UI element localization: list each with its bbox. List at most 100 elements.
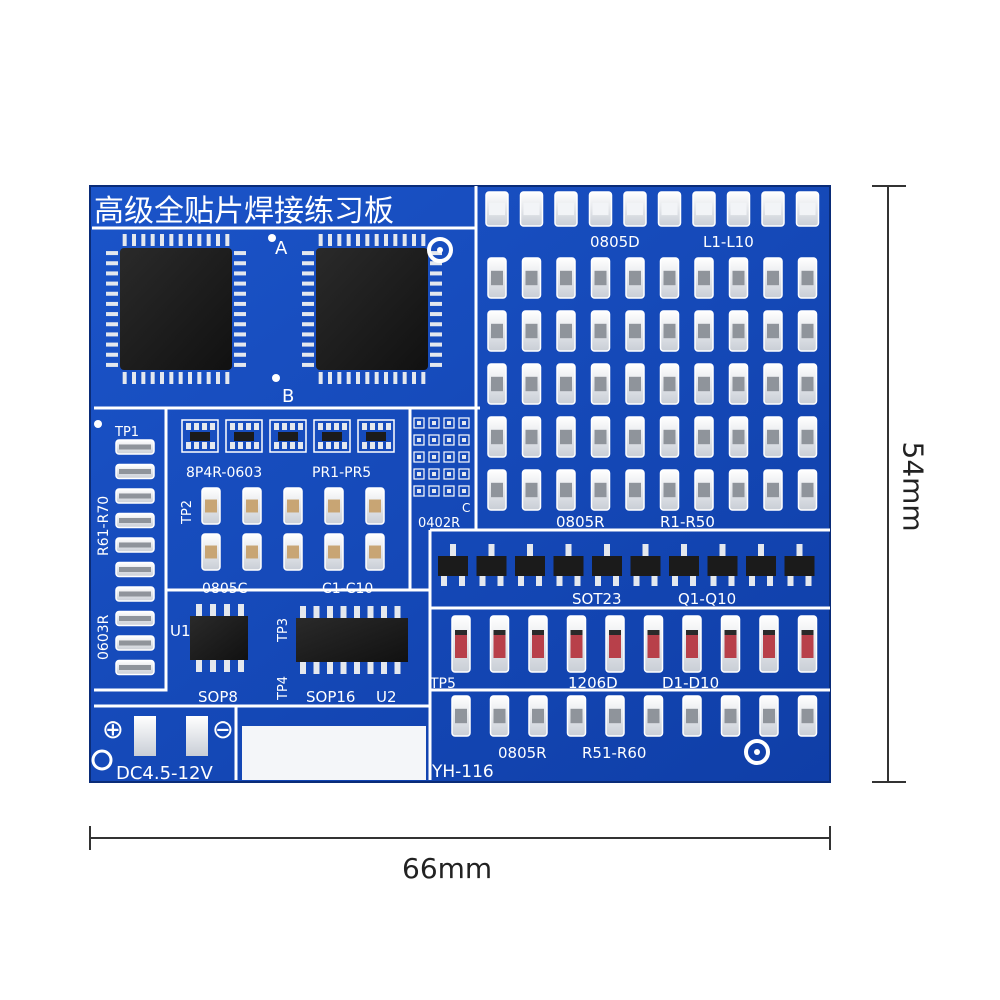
diode-row bbox=[451, 615, 818, 673]
power-pad-right bbox=[186, 716, 208, 756]
resistor-pad bbox=[590, 469, 611, 511]
resistor-pad bbox=[728, 310, 749, 352]
resistor-pad bbox=[659, 310, 680, 352]
resistor-pad bbox=[487, 257, 507, 299]
network-label: 8P4R-0603 bbox=[186, 465, 262, 481]
power-label: DC4.5-12V bbox=[116, 763, 213, 784]
led-pad bbox=[761, 191, 785, 227]
width-dimension-line bbox=[89, 826, 831, 850]
resistor-pad bbox=[682, 695, 702, 737]
sot23-transistor bbox=[515, 544, 545, 586]
minus-symbol: ⊖ bbox=[212, 715, 234, 745]
width-dimension-label: 66mm bbox=[402, 852, 493, 885]
resistor-0402-pad bbox=[428, 485, 440, 497]
cap-range-label: C1-C10 bbox=[322, 581, 373, 597]
resistor-0402-grid bbox=[413, 417, 470, 497]
resistor-column-left bbox=[115, 439, 155, 676]
diode bbox=[489, 615, 510, 673]
resistor-pad bbox=[643, 695, 664, 737]
resistor-pad bbox=[556, 310, 576, 352]
resistor-pad bbox=[763, 363, 783, 405]
resistor-pad bbox=[521, 416, 542, 458]
capacitor-pad bbox=[283, 487, 303, 525]
sot23-transistor bbox=[707, 544, 738, 586]
resistor-pad bbox=[590, 363, 611, 405]
res2-range-label: R51-R60 bbox=[582, 744, 646, 762]
resistor-row-bottom bbox=[451, 695, 818, 737]
u2-label: U2 bbox=[376, 688, 397, 706]
diode bbox=[451, 615, 471, 673]
led-row bbox=[485, 191, 820, 227]
resistor-0402-pad bbox=[413, 417, 425, 429]
resistor-pad bbox=[451, 695, 471, 737]
fiducial-b bbox=[272, 374, 280, 382]
resistor-pad bbox=[659, 257, 680, 299]
resistor-0402-pad bbox=[458, 485, 470, 497]
tp5-label: TP5 bbox=[429, 676, 456, 692]
capacitor-pad bbox=[365, 487, 385, 525]
resistor-0402-pad bbox=[458, 451, 470, 463]
resistor-pad bbox=[556, 363, 576, 405]
resistor-pad bbox=[556, 416, 576, 458]
resistor-0402-pad bbox=[413, 468, 425, 480]
sop8-label: SOP8 bbox=[198, 688, 238, 706]
height-dimension-label: 54mm bbox=[896, 441, 930, 532]
sot-range-label: Q1-Q10 bbox=[678, 590, 736, 608]
resistor-pad bbox=[659, 469, 680, 511]
resistor-0402-pad bbox=[458, 468, 470, 480]
resistor-network bbox=[357, 419, 395, 453]
diode bbox=[720, 615, 741, 673]
resistor-pad bbox=[605, 695, 625, 737]
capacitor-pad bbox=[201, 487, 221, 525]
sop16-label: SOP16 bbox=[306, 688, 355, 706]
resistor-pad bbox=[763, 257, 783, 299]
resistor-pad bbox=[694, 257, 714, 299]
resistor-pad bbox=[115, 610, 155, 627]
ic-label-a: A bbox=[275, 238, 288, 259]
capacitor-pad bbox=[242, 487, 262, 525]
resistor-pad bbox=[115, 463, 155, 480]
resistor-pad bbox=[487, 469, 507, 511]
resistor-0402-pad bbox=[443, 434, 455, 446]
board-title: 高级全贴片焊接练习板 bbox=[94, 194, 394, 229]
resistor-pad bbox=[728, 363, 749, 405]
resistor-pad bbox=[625, 310, 645, 352]
diode bbox=[759, 615, 779, 673]
u1-label: U1 bbox=[170, 622, 191, 640]
resistor-pad bbox=[115, 586, 155, 602]
resistor-0402-pad bbox=[413, 451, 425, 463]
resistor-pad bbox=[115, 561, 155, 578]
power-hole bbox=[91, 749, 113, 771]
resistor-network bbox=[269, 419, 307, 453]
sot23-row bbox=[438, 544, 815, 586]
resistor-pad bbox=[521, 363, 542, 405]
resistor-0402-pad bbox=[443, 417, 455, 429]
qfp-chip-left bbox=[106, 234, 246, 384]
resistor-pad bbox=[521, 310, 542, 352]
resistor-pad bbox=[797, 310, 818, 352]
r61-label: R61-R70 bbox=[96, 496, 112, 556]
resistor-pad bbox=[694, 469, 714, 511]
resistor-pad bbox=[115, 537, 155, 553]
res-range-label: R1-R50 bbox=[660, 513, 715, 531]
tp4-label: TP4 bbox=[276, 676, 291, 701]
tp3-label: TP3 bbox=[276, 618, 291, 643]
resistor-pad bbox=[521, 257, 542, 299]
resistor-pad bbox=[625, 469, 645, 511]
resistor-0402-pad bbox=[413, 485, 425, 497]
led-group-label: 0805D bbox=[590, 233, 640, 251]
tp1-label: TP1 bbox=[114, 425, 139, 440]
resistor-pad bbox=[115, 635, 155, 651]
resistor-0402-pad bbox=[428, 468, 440, 480]
resistor-pad bbox=[528, 695, 548, 737]
resistor-pad bbox=[797, 416, 818, 458]
led-pad bbox=[588, 191, 613, 227]
cap-group-label: 0805C bbox=[202, 581, 248, 597]
resistor-pad bbox=[694, 310, 714, 352]
resistor-pad bbox=[625, 257, 645, 299]
resistor-network bbox=[313, 419, 351, 453]
diode bbox=[528, 615, 548, 673]
resistor-0402-pad bbox=[428, 451, 440, 463]
resistor-pad bbox=[728, 416, 749, 458]
resistor-pad bbox=[694, 416, 714, 458]
